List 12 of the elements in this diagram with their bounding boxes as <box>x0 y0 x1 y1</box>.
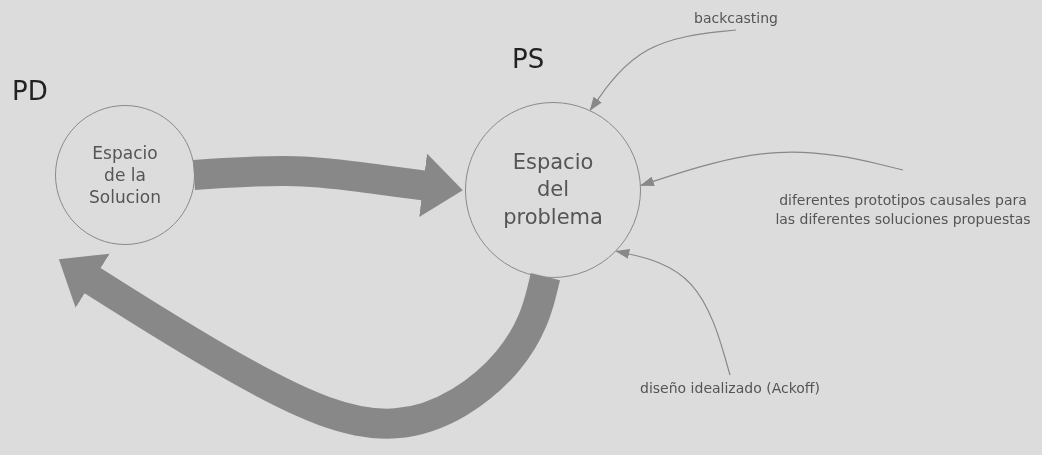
node-caption: PS <box>512 44 545 74</box>
node-label: Espacio del problema <box>502 149 604 231</box>
node-label: Espacio de la Solucion <box>88 141 162 209</box>
arrow <box>615 249 731 376</box>
arrow <box>639 151 904 187</box>
thick-arrow <box>193 153 463 218</box>
arrow <box>589 29 737 112</box>
annotation-text: diferentes prototipos causales para las diferentes soluciones propuestas <box>768 170 1038 250</box>
thick-arrow <box>58 253 560 439</box>
annotation-text: diseño idealizado (Ackoff) <box>600 375 860 401</box>
node-caption: PD <box>12 76 48 106</box>
annotation-text: backcasting <box>676 6 796 30</box>
